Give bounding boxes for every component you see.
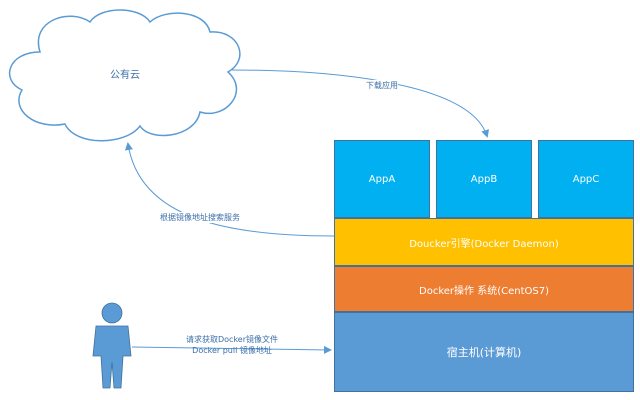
app-b-box: AppB [436,140,532,218]
request-label-line1: 请求获取Docker镜像文件 [186,335,279,344]
request-edge-label: 请求获取Docker镜像文件 Docker pull 镜像地址 [186,334,278,356]
host-machine-layer: 宿主机(计算机) [334,312,634,392]
request-edge [131,345,332,354]
person-icon [92,302,132,389]
docker-engine-layer: Doucker引擎(Docker Daemon) [334,218,634,266]
search-edge-label: 根据镜像地址搜索服务 [160,212,240,223]
app-c-box: AppC [538,140,634,218]
cloud-label: 公有云 [110,70,140,81]
download-edge [231,69,489,138]
request-label-line2: Docker pull 镜像地址 [192,346,272,355]
download-edge-label: 下载应用 [366,80,398,91]
docker-os-layer: Docker操作 系统(CentOS7) [334,266,634,312]
app-a-box: AppA [334,140,430,218]
cloud-shape [8,9,241,142]
